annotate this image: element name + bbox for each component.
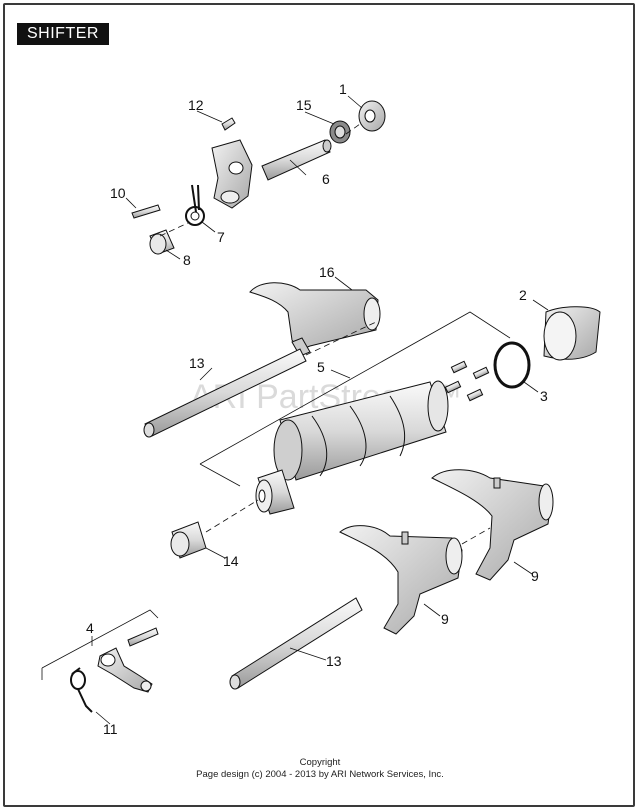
callout-7: 7: [217, 229, 225, 245]
part-14-bushing[interactable]: [170, 521, 207, 559]
part-4-pawl-assembly[interactable]: [97, 627, 159, 693]
part-12-pin[interactable]: [221, 117, 236, 131]
part-15-seal[interactable]: [329, 120, 351, 144]
callout-5: 5: [317, 359, 325, 375]
part-11-spring[interactable]: [70, 667, 93, 713]
callout-4: 4: [86, 620, 94, 636]
callout-2: 2: [519, 287, 527, 303]
part-16-shift-fork[interactable]: [249, 282, 381, 357]
part-7-spring[interactable]: [185, 184, 205, 226]
part-9-shift-fork-middle[interactable]: [339, 525, 463, 635]
part-9-shift-fork-right[interactable]: [431, 469, 554, 581]
callout-labels: 1 2 3 4 5 6 7 8 9 9 10 11 12 13 13 14 15…: [86, 81, 548, 737]
callout-6: 6: [322, 171, 330, 187]
page-frame: [3, 3, 635, 807]
callout-12: 12: [188, 97, 204, 113]
callout-1: 1: [339, 81, 347, 97]
callout-14: 14: [223, 553, 239, 569]
callout-11: 11: [103, 721, 118, 737]
part-5-shift-drum[interactable]: [255, 380, 449, 515]
page-title: SHIFTER: [17, 23, 109, 45]
footer-copyright: Copyright: [299, 757, 341, 768]
callout-13-upper: 13: [189, 355, 205, 371]
leader-lines: [41, 95, 549, 725]
callout-3: 3: [540, 388, 548, 404]
callout-13-lower: 13: [326, 653, 342, 669]
part-13-shift-rod-upper[interactable]: [143, 348, 307, 438]
part-3-pins[interactable]: [444, 360, 490, 402]
footer: Copyright Page design (c) 2004 - 2013 by…: [0, 757, 640, 781]
callout-8: 8: [183, 252, 191, 268]
part-13-shift-rod-lower[interactable]: [229, 597, 363, 690]
callout-10: 10: [110, 185, 126, 201]
part-2-ring[interactable]: [543, 306, 601, 361]
part-6-shifter-shaft[interactable]: [211, 139, 332, 209]
part-10-pin[interactable]: [131, 204, 161, 219]
part-3-snap-ring[interactable]: [493, 341, 531, 389]
callout-9-right: 9: [531, 568, 539, 584]
callout-16: 16: [319, 264, 335, 280]
callout-9-middle: 9: [441, 611, 449, 627]
part-1-bearing[interactable]: [358, 100, 386, 132]
assembly-guide-lines: [159, 123, 491, 545]
callout-15: 15: [296, 97, 312, 113]
part-8-bushing[interactable]: [149, 229, 175, 255]
footer-page-design: Page design (c) 2004 - 2013 by ARI Netwo…: [196, 769, 444, 780]
